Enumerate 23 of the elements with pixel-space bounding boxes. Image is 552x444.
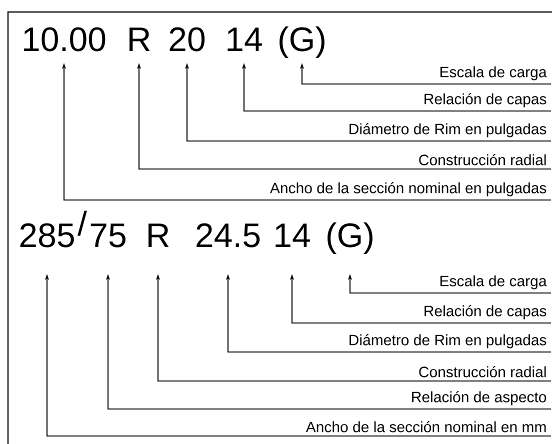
description-label: Construcción radial bbox=[419, 366, 546, 378]
description-label: Relación de capas bbox=[424, 305, 546, 320]
description-label: Escala de carga bbox=[440, 66, 547, 80]
description-label: Ancho de la sección nominal en pulgadas bbox=[270, 182, 546, 196]
code-part: 14 bbox=[276, 224, 310, 247]
description-label: Ancho de la sección nominal en mm bbox=[306, 421, 546, 432]
description-label: Diámetro de Rim en pulgadas bbox=[350, 123, 546, 138]
description-label: Diámetro de Rim en pulgadas bbox=[350, 334, 546, 348]
code-part: 24.5 bbox=[196, 223, 260, 248]
description-label: Relación de capas bbox=[424, 93, 546, 108]
description-label: Construcción radial bbox=[419, 154, 546, 166]
code-part: 285 bbox=[20, 223, 74, 248]
code-part: 75 bbox=[90, 224, 126, 248]
description-label: Escala de carga bbox=[440, 275, 547, 290]
slash: / bbox=[78, 210, 87, 236]
code-part: R bbox=[130, 28, 150, 51]
code-part: 20 bbox=[170, 27, 205, 52]
code-part: 10.00 bbox=[24, 27, 106, 52]
code-part: (G) bbox=[280, 26, 324, 58]
code-part: R bbox=[148, 224, 169, 247]
description-label: Relación de aspecto bbox=[412, 391, 546, 406]
code-part: 14 bbox=[228, 28, 262, 51]
code-part: (G) bbox=[328, 222, 372, 254]
